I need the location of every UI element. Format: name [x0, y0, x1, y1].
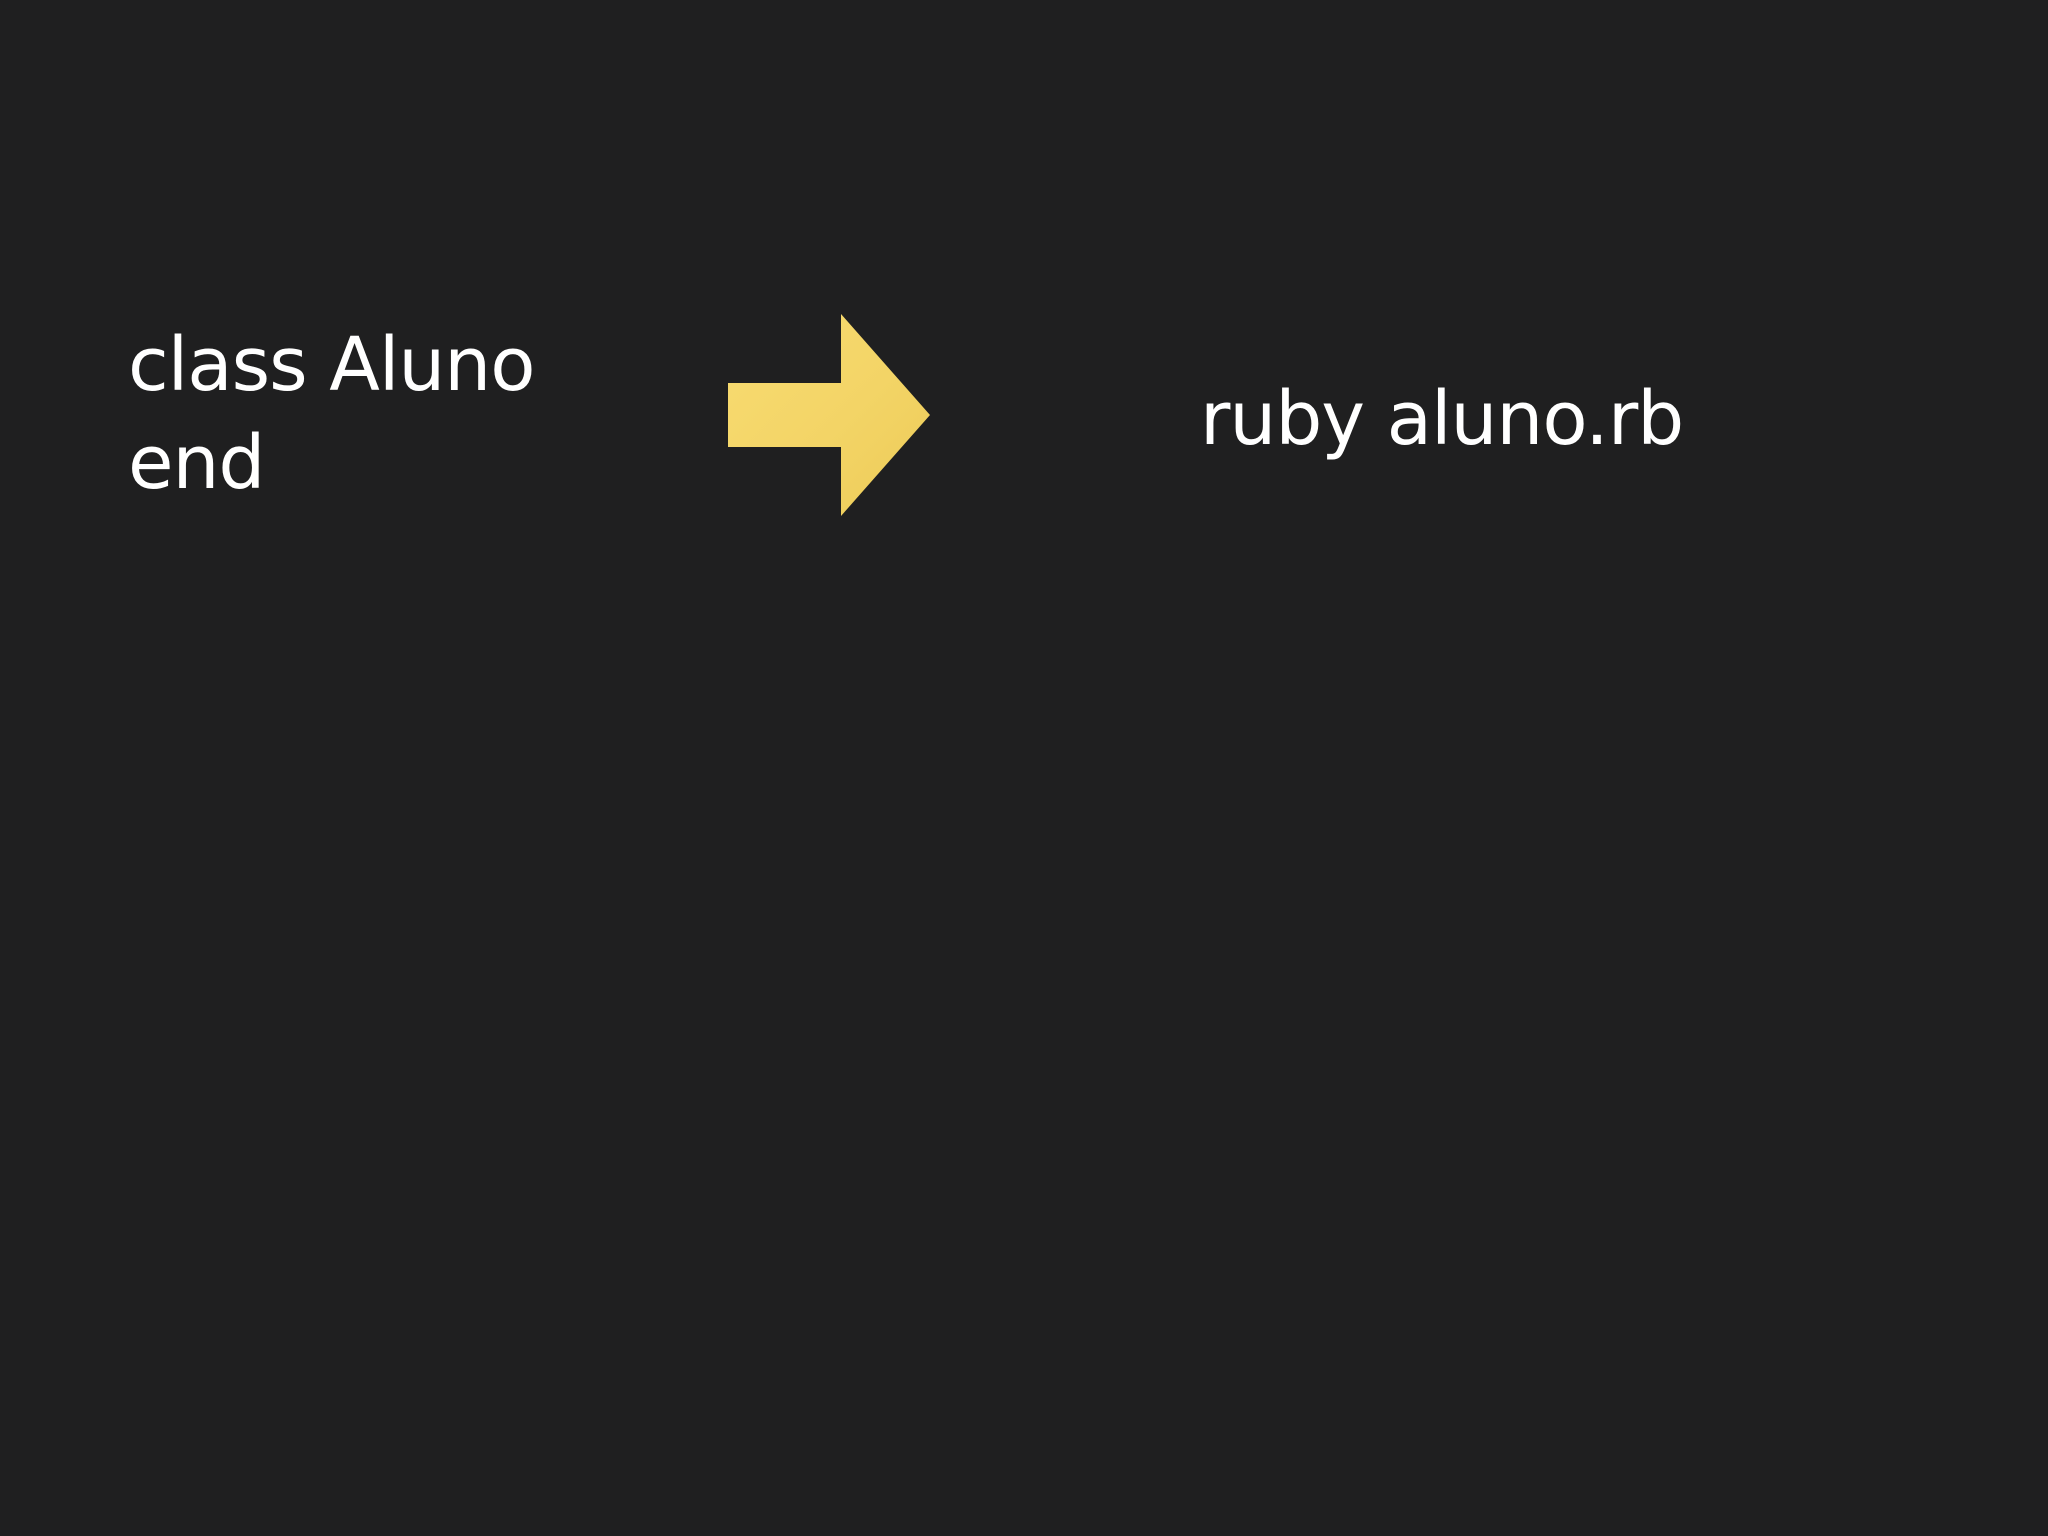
- right-arrow-icon: [728, 314, 930, 516]
- code-line-end: end: [128, 420, 265, 506]
- code-line-class-declaration: class Aluno: [128, 322, 535, 408]
- ruby-class-code: class Aluno end: [128, 316, 535, 512]
- ruby-run-command: ruby aluno.rb: [1200, 376, 1684, 462]
